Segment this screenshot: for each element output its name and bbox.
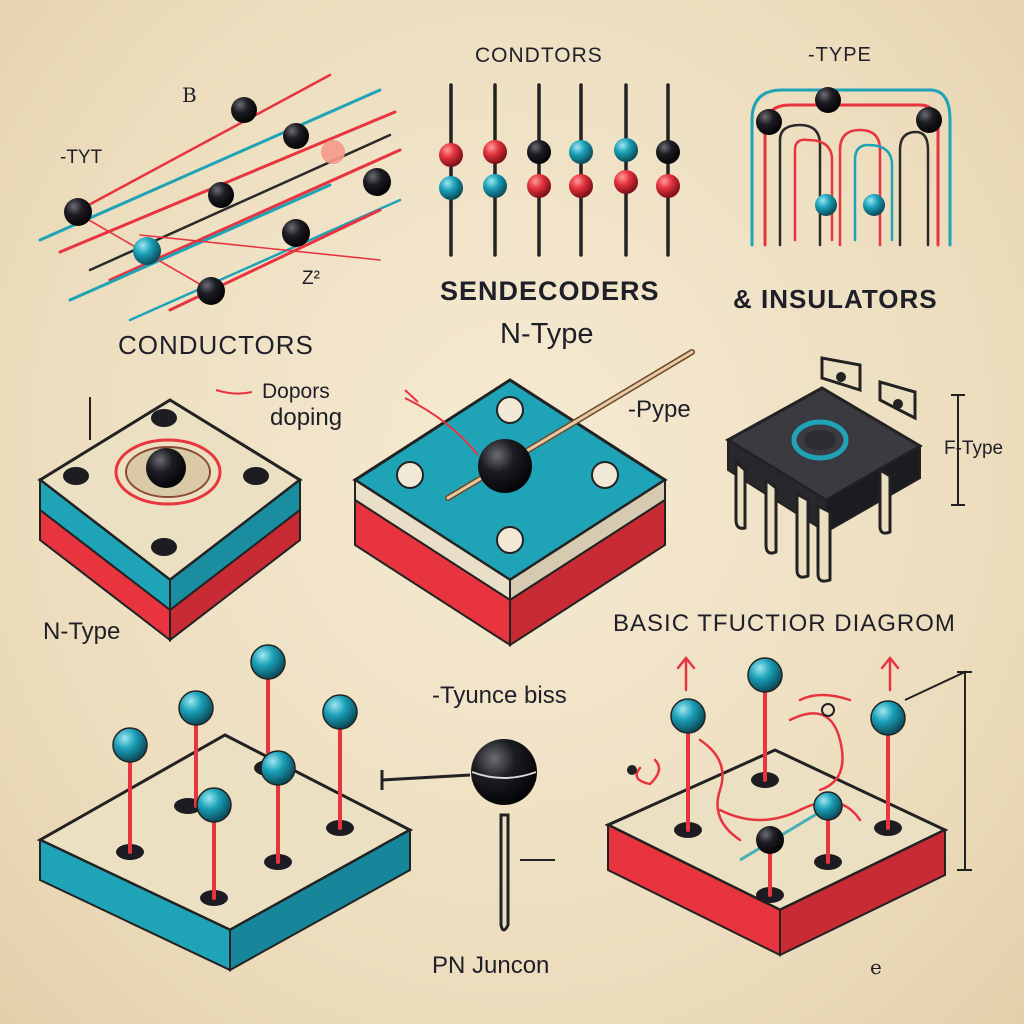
label-bottom-e: e xyxy=(870,955,882,979)
junction-probe xyxy=(380,739,555,932)
label-top-b: B xyxy=(182,83,197,107)
label-dopors: Dopors xyxy=(262,380,330,403)
serpentine-atoms xyxy=(756,87,942,216)
doped-slab-left xyxy=(37,389,303,643)
label-p-pype: -Pype xyxy=(628,396,691,423)
label-n-type-mid: N-Type xyxy=(500,318,594,350)
label-insulators: & INSULATORS xyxy=(733,284,938,314)
label-n-type-left: N-Type xyxy=(43,618,121,645)
label-z2: Z² xyxy=(302,268,320,289)
label-conductors: CONDUCTORS xyxy=(118,330,314,360)
ic-chip xyxy=(725,356,965,583)
label-condtors: CONDTORS xyxy=(475,44,603,67)
pin-board xyxy=(36,644,414,972)
label-top-tyt: -TYT xyxy=(60,147,103,168)
doped-slab-center xyxy=(352,349,695,647)
label-basic-diagram: BASIC TFUCTIOR DIAGROM xyxy=(613,610,956,637)
label-f-type: F-Type xyxy=(944,438,1004,459)
junction-board xyxy=(604,655,972,957)
lattice-atoms xyxy=(64,97,391,305)
label-doping: doping xyxy=(270,404,343,431)
label-pn-juncon: PN Juncon xyxy=(432,952,550,979)
bead-rods xyxy=(439,83,680,257)
label-tyunce-biss: -Tyunce biss xyxy=(432,682,567,709)
label-minus-type: -TYPE xyxy=(808,44,872,66)
serpentine-wires xyxy=(750,88,952,247)
label-sendecoders: SENDECODERS xyxy=(440,276,660,306)
